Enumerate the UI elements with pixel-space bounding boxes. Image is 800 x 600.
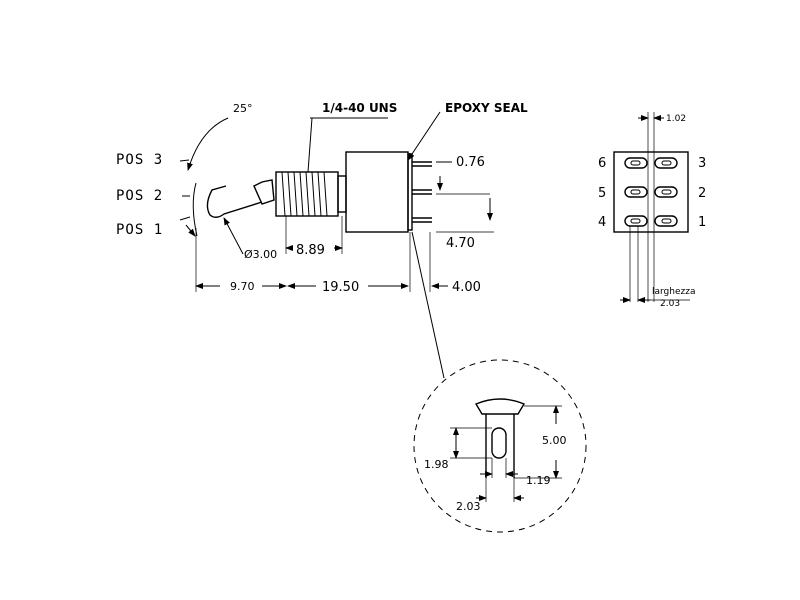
width-label: larghezza — [652, 287, 695, 297]
pin-slot-inner — [630, 160, 641, 166]
pin-number-3: 3 — [698, 156, 706, 171]
pin-slot-inner — [630, 189, 641, 195]
dim-470-label: 4.70 — [446, 236, 475, 251]
pin-number-5: 5 — [598, 186, 606, 201]
pin-number-6: 6 — [598, 156, 606, 171]
side-view: 1/4-40 UNS EPOXY SEAL 0.76 4.70 Ø3.00 8.… — [195, 101, 528, 379]
lever-swing-arc — [192, 182, 198, 237]
pin-slot — [624, 157, 648, 169]
dim-400-label: 4.00 — [452, 280, 481, 295]
pin-slot-inner — [661, 189, 672, 195]
bushing-nut — [337, 175, 347, 213]
pin-slots — [624, 157, 678, 227]
pos1-arrow — [185, 224, 196, 237]
angle-label: 25° — [233, 102, 253, 115]
pos1-label: POS 1 — [116, 222, 163, 238]
pin-slot-inner — [661, 218, 672, 224]
position-labels: POS 3 POS 2 POS 1 — [116, 152, 191, 238]
lever — [206, 185, 263, 218]
dim-970-label: 9.70 — [230, 280, 255, 293]
dim-889-label: 8.89 — [296, 243, 325, 258]
pin-slot-inner — [661, 160, 672, 166]
dim-102-label: 1.02 — [666, 114, 686, 124]
dim-119-label: 1.19 — [526, 474, 551, 487]
pin-slot — [654, 215, 678, 227]
lever-collar — [253, 179, 275, 205]
terminal-head — [474, 398, 526, 415]
detail-view: 5.00 1.98 1.19 2.03 — [413, 359, 587, 533]
detail-circle — [413, 359, 587, 533]
terminal-slot — [491, 427, 507, 459]
pin-slot — [654, 157, 678, 169]
angle-indicator: 25° — [185, 102, 253, 237]
detail-leader — [411, 231, 445, 379]
pin-slot — [654, 186, 678, 198]
angle-arc — [187, 117, 229, 171]
dim-500-label: 5.00 — [542, 434, 567, 447]
dim-diameter-leader — [223, 217, 244, 255]
dim-203-label: 2.03 — [660, 299, 680, 309]
pos3-tick — [179, 159, 190, 162]
bushing-threads — [281, 171, 328, 217]
pin-view: 1.02 6 5 4 3 2 1 larghezza 2.03 — [598, 112, 706, 309]
pin-slot-inner — [630, 218, 641, 224]
dim-198-label: 1.98 — [424, 458, 449, 471]
epoxy-layer — [407, 153, 413, 231]
pin-view-body — [613, 151, 689, 233]
dim-076-label: 0.76 — [456, 155, 485, 170]
dim-1950-label: 19.50 — [322, 280, 359, 295]
epoxy-leader — [407, 111, 441, 161]
pin-slot — [624, 186, 648, 198]
pin-number-4: 4 — [598, 215, 606, 230]
thread-leader — [307, 117, 313, 173]
switch-body — [345, 151, 409, 233]
epoxy-label: EPOXY SEAL — [445, 101, 528, 115]
thread-label: 1/4-40 UNS — [322, 101, 397, 115]
dim-203d-label: 2.03 — [456, 500, 481, 513]
pin-slot — [624, 215, 648, 227]
pin-number-1: 1 — [698, 215, 706, 230]
pin-number-2: 2 — [698, 186, 706, 201]
dim-diameter-label: Ø3.00 — [244, 248, 277, 261]
pos3-label: POS 3 — [116, 152, 163, 168]
pos1-tick — [179, 216, 191, 221]
terminals — [412, 161, 432, 223]
pos2-label: POS 2 — [116, 188, 163, 204]
